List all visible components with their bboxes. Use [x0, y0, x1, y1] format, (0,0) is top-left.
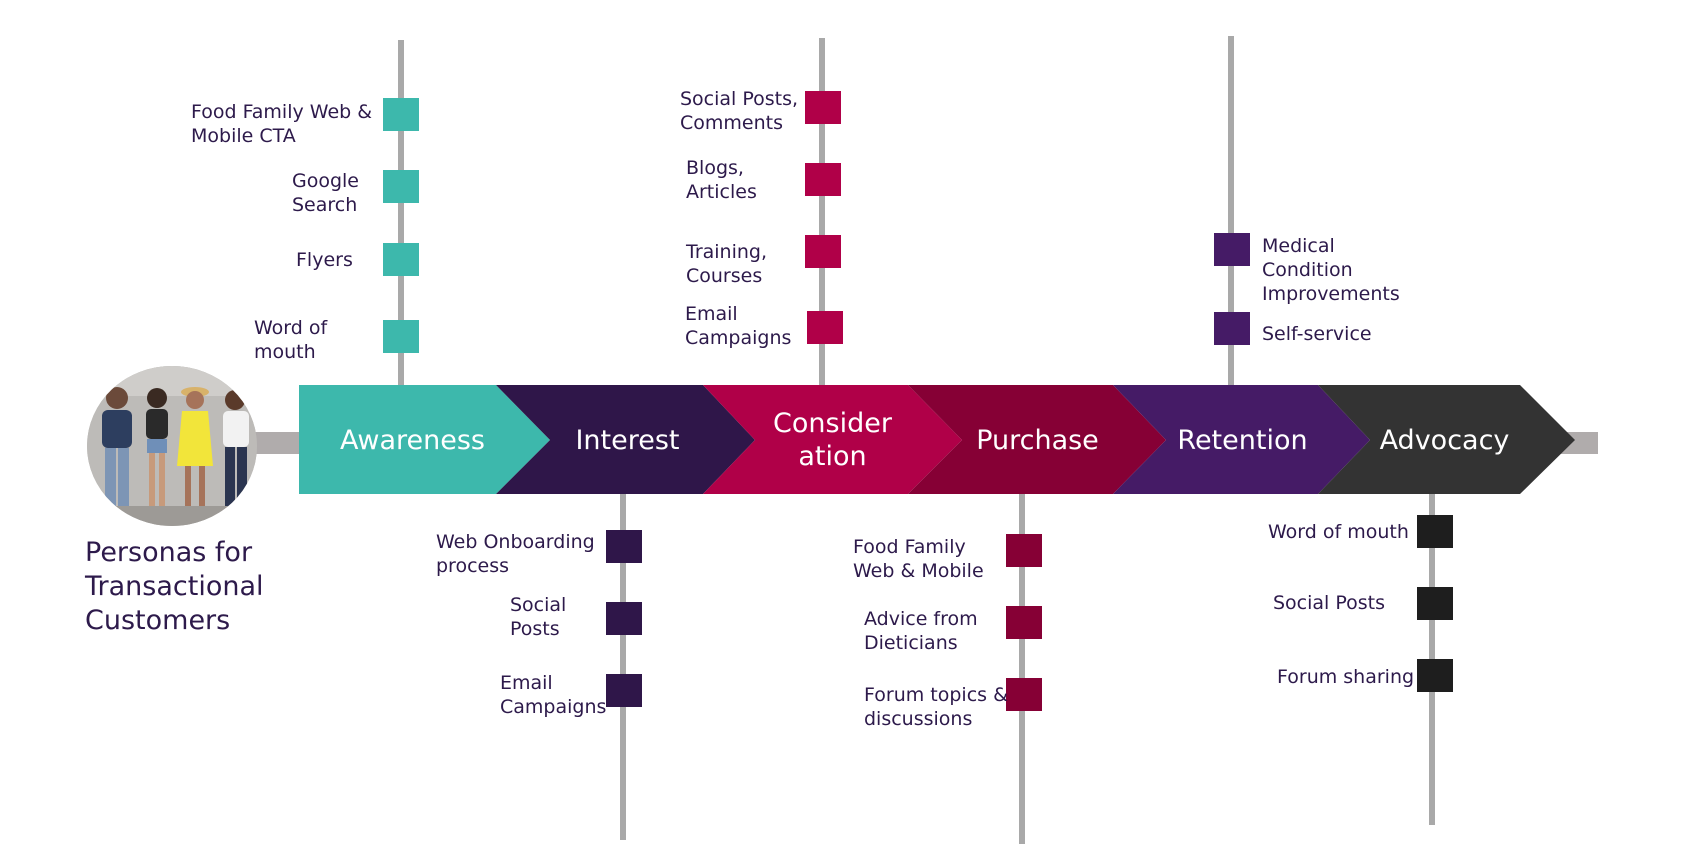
consideration-touchpoint-2: Blogs, Articles: [686, 157, 757, 203]
chevron-purchase: [908, 385, 1166, 494]
consideration-touchpoint-1: Social Posts, Comments: [680, 88, 799, 134]
stage-label-awareness: Awareness: [340, 425, 485, 456]
people-illustration: [87, 366, 257, 526]
consideration-marker-4: [807, 311, 843, 344]
consideration-marker-2: [805, 163, 841, 196]
consideration-stem: [819, 38, 825, 390]
chevron-retention: [1113, 385, 1370, 494]
chevron-advocacy: [1318, 385, 1575, 494]
persona-image: [87, 366, 257, 526]
awareness-stem: [398, 40, 404, 390]
stage-label-advocacy: Advocacy: [1379, 425, 1510, 456]
retention-touchpoint-1: Medical Condition Improvements: [1262, 235, 1400, 305]
awareness-marker-1: [383, 98, 419, 131]
awareness-touchpoint-4: Word of mouth: [254, 317, 328, 363]
awareness-marker-2: [383, 170, 419, 203]
stage-label-consideration: Consider ation: [773, 408, 892, 472]
purchase-touchpoint-1: Food Family Web & Mobile: [853, 536, 984, 582]
interest-touchpoint-1: Web Onboarding process: [436, 531, 595, 577]
consideration-marker-1: [805, 91, 841, 124]
retention-stem: [1228, 36, 1234, 390]
interest-marker-2: [606, 602, 642, 635]
awareness-marker-4: [383, 320, 419, 353]
advocacy-marker-2: [1417, 587, 1453, 620]
interest-marker-1: [606, 530, 642, 563]
awareness-touchpoint-3: Flyers: [296, 249, 353, 271]
consideration-touchpoint-4: Email Campaigns: [685, 303, 792, 349]
timeline-bar-left: [250, 432, 300, 454]
interest-touchpoint-2: Social Posts: [510, 594, 567, 640]
awareness-marker-3: [383, 243, 419, 276]
consideration-touchpoint-3: Training, Courses: [686, 241, 768, 287]
advocacy-touchpoint-1: Word of mouth: [1268, 521, 1409, 543]
retention-marker-2: [1214, 312, 1250, 345]
consideration-marker-3: [805, 235, 841, 268]
interest-touchpoint-3: Email Campaigns: [500, 672, 607, 718]
purchase-marker-3: [1006, 678, 1042, 711]
advocacy-stem: [1429, 492, 1435, 825]
advocacy-touchpoint-3: Forum sharing: [1277, 666, 1415, 688]
purchase-touchpoint-3: Forum topics & discussions: [864, 684, 1008, 730]
retention-touchpoint-2: Self-service: [1262, 323, 1372, 345]
persona-title: Personas for Transactional Customers: [85, 537, 264, 636]
advocacy-marker-1: [1417, 515, 1453, 548]
stage-label-purchase: Purchase: [976, 425, 1099, 456]
awareness-touchpoint-2: Google Search: [292, 170, 360, 216]
chevron-consideration: [703, 385, 962, 494]
advocacy-marker-3: [1417, 659, 1453, 692]
purchase-marker-1: [1006, 534, 1042, 567]
advocacy-touchpoint-2: Social Posts: [1273, 592, 1386, 614]
interest-marker-3: [606, 674, 642, 707]
stage-label-interest: Interest: [575, 425, 680, 456]
interest-stem: [620, 492, 626, 840]
purchase-touchpoint-2: Advice from Dieticians: [864, 608, 978, 654]
awareness-touchpoint-1: Food Family Web & Mobile CTA: [191, 101, 373, 147]
chevron-awareness: [299, 385, 550, 494]
retention-marker-1: [1214, 233, 1250, 266]
stage-label-retention: Retention: [1177, 425, 1308, 456]
chevron-interest: [496, 385, 755, 494]
purchase-stem: [1019, 492, 1025, 844]
purchase-marker-2: [1006, 606, 1042, 639]
